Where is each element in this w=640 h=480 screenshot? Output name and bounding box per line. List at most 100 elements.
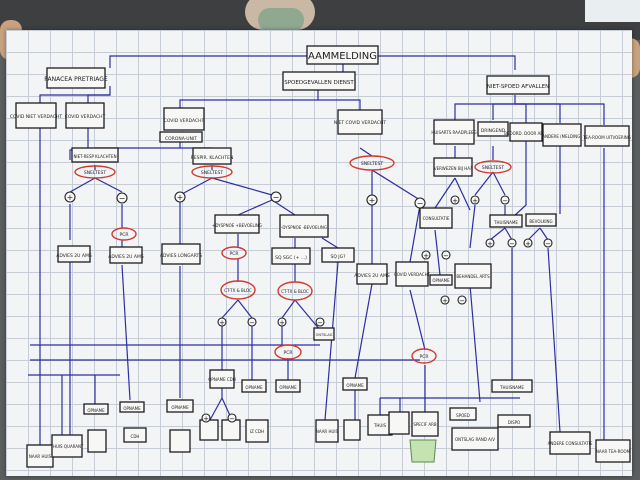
node-iz-cdh-label: IZ CDH bbox=[250, 429, 264, 434]
pcr-4-label: PCR bbox=[420, 354, 429, 360]
node-tea-label: TEA-ROOM UITVOERING bbox=[582, 135, 631, 140]
sneltest-1-label: SNELTEST bbox=[84, 170, 106, 176]
svg-text:+: + bbox=[525, 240, 531, 248]
face-mask bbox=[258, 8, 304, 32]
node-beoord-label: BEOORD. DOOR ARTS bbox=[504, 131, 548, 136]
node-cdh bbox=[123, 427, 147, 443]
plus-minus-markers: + − + − + − + − + − + + − + − + − + − + … bbox=[64, 191, 553, 423]
ct-2-label: CT-TX & BLOC bbox=[281, 289, 309, 294]
pcr-3-label: PCR bbox=[284, 350, 293, 356]
node-niet-resp-label: NIET-RESP KLACHTEN bbox=[73, 154, 116, 159]
node-sq1-label: SQ SGC (+ ...) bbox=[275, 255, 307, 261]
svg-text:−: − bbox=[443, 252, 449, 260]
node-opname-4-label: OPNAME bbox=[279, 385, 297, 390]
ct-1-ellipse bbox=[220, 280, 256, 300]
svg-text:−: − bbox=[249, 319, 255, 327]
node-spoed-2 bbox=[449, 407, 477, 421]
sneltest-3-ellipse bbox=[349, 155, 395, 171]
node-naar-huis-label: NAAR HUIS bbox=[29, 454, 52, 459]
node-dyspnoe-neg-label: -DYSPNOE -BEVOELING bbox=[281, 225, 327, 230]
svg-text:−: − bbox=[317, 319, 323, 327]
node-dringend bbox=[477, 121, 509, 137]
node-dyspnoe-neg bbox=[279, 214, 329, 238]
node-spoed-arb-label: SPECIF ARB bbox=[413, 422, 437, 427]
node-dringend-label: DRINGEND bbox=[481, 128, 506, 134]
svg-text:−: − bbox=[545, 240, 551, 248]
node-niet-spoed bbox=[486, 75, 550, 95]
node-thuisname-top-label: THUISNAME bbox=[493, 220, 518, 225]
node-spoed-label: SPOEDGEVALLEN DIENST bbox=[284, 80, 354, 86]
node-huisarts bbox=[433, 119, 475, 145]
node-cons-label: CONSULTATIE bbox=[423, 216, 450, 221]
svg-text:−: − bbox=[459, 297, 465, 305]
node-opname-label: OPNAME bbox=[245, 385, 263, 390]
sneltest-4-label: SNELTEST bbox=[482, 165, 504, 171]
node-dyspnoe-pos-label: +DYSPNOE +BEVOELING bbox=[212, 223, 262, 228]
node-thuisname-label: THUISNAME bbox=[499, 385, 524, 390]
node-iz-cdh bbox=[245, 419, 269, 443]
node-anders-cons bbox=[549, 431, 591, 455]
node-covid-verd-3-label: COVID VERDACHT bbox=[394, 272, 431, 277]
ct-1-label: CT-TX & BLOC bbox=[224, 288, 252, 293]
sneltest-2-ellipse bbox=[191, 165, 233, 179]
node-tea bbox=[584, 125, 630, 147]
node-thuis-label: THUIS bbox=[373, 423, 387, 428]
node-covid-verd-2 bbox=[163, 107, 205, 131]
node-opname-5-label: OPNAME bbox=[346, 383, 364, 388]
node-resp bbox=[192, 147, 232, 165]
node-niet-resp bbox=[71, 147, 119, 163]
node-covid-niet bbox=[15, 102, 57, 129]
node-advies-1 bbox=[57, 245, 91, 263]
svg-text:+: + bbox=[369, 196, 376, 205]
node-mini-1 bbox=[87, 429, 107, 453]
node-ontslag-rand-label: ONTSLAG RAND A/V bbox=[455, 437, 495, 442]
node-panacea bbox=[46, 67, 106, 89]
node-opname-5 bbox=[342, 377, 368, 391]
node-covid-verd-1 bbox=[65, 102, 105, 129]
node-opname-cdh-label: OPNAME CDH bbox=[208, 377, 235, 382]
svg-text:+: + bbox=[67, 193, 74, 202]
node-cdh-label: CDH bbox=[131, 434, 140, 439]
node-naar-tea bbox=[595, 439, 631, 463]
red-ellipses: SNELTEST SNELTEST SNELTEST SNELTEST PCR … bbox=[74, 155, 512, 364]
node-panacea-label: PANACEA PRETRIAGE bbox=[44, 76, 108, 83]
node-thuisname bbox=[491, 379, 533, 393]
node-dyspnoe-pos bbox=[214, 214, 260, 234]
svg-text:+: + bbox=[279, 319, 285, 327]
node-mini-4 bbox=[221, 419, 241, 441]
node-spoed-arb bbox=[411, 411, 439, 437]
node-opname-2 bbox=[429, 274, 453, 286]
svg-text:−: − bbox=[273, 193, 280, 202]
node-thuis-quarant bbox=[51, 434, 83, 458]
node-opname-4 bbox=[275, 379, 301, 393]
node-anders-cons-label: ANDERE CONSULTATIE bbox=[548, 441, 593, 446]
node-bevolking-label: BEVOLKING bbox=[529, 219, 552, 224]
node-spoed-2-label: SPOED bbox=[456, 413, 470, 418]
node-mini-2 bbox=[169, 429, 191, 453]
nodes: AAMMELDING PANACEA PRETRIAGE SPOEDGEVALL… bbox=[10, 45, 631, 468]
pcr-3-ellipse bbox=[274, 344, 302, 360]
node-opname-6 bbox=[83, 403, 109, 415]
window-light bbox=[585, 0, 640, 22]
node-ontslag-rand bbox=[451, 427, 499, 451]
node-resp-label: RESPIR. KLACHTEN bbox=[191, 155, 234, 161]
svg-text:−: − bbox=[509, 240, 515, 248]
node-dispo-label: DISPO bbox=[508, 420, 520, 425]
pcr-1-ellipse bbox=[111, 227, 137, 241]
svg-text:−: − bbox=[119, 194, 126, 203]
node-advies-2-label: ADVIES 2U AMS bbox=[108, 254, 144, 260]
node-naar-huis-2 bbox=[315, 419, 339, 443]
node-opname-2-label: OPNAME bbox=[432, 278, 450, 283]
node-ontslag-mini-label: ONTSLAG bbox=[316, 333, 333, 337]
green-sketch bbox=[409, 439, 437, 463]
node-naar-tea-label: NAAR TEA-ROOM bbox=[596, 449, 631, 454]
node-sq2-label: SQ JG? bbox=[330, 254, 346, 260]
node-advies-4 bbox=[356, 263, 388, 285]
node-huisarts-label: HUISARTS RAADPLEEG bbox=[431, 130, 476, 135]
sneltest-1-ellipse bbox=[74, 165, 116, 179]
ct-2-ellipse bbox=[277, 281, 313, 301]
node-mini-6 bbox=[388, 411, 410, 435]
node-title-box bbox=[306, 45, 379, 65]
svg-text:−: − bbox=[502, 197, 508, 205]
